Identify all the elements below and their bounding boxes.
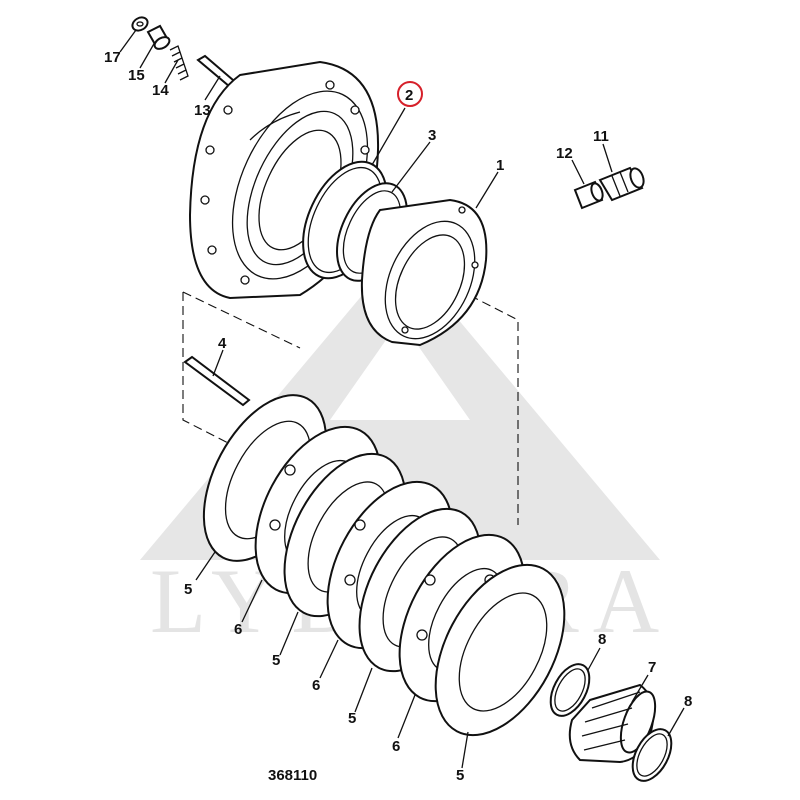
diagram-reference-number: 368110 <box>268 767 317 784</box>
part-14-spring <box>169 45 189 81</box>
callout-6c: 6 <box>392 738 400 755</box>
callout-5d: 5 <box>456 767 464 784</box>
callout-6b: 6 <box>312 677 320 694</box>
callout-5a: 5 <box>184 581 192 598</box>
callout-11: 11 <box>593 128 609 145</box>
callout-15: 15 <box>128 67 145 84</box>
callout-13: 13 <box>194 102 211 119</box>
callout-7: 7 <box>648 659 656 676</box>
callout-5b: 5 <box>272 652 280 669</box>
callout-4: 4 <box>218 335 227 352</box>
plate-stack <box>202 394 566 737</box>
part-7-splined-hub <box>568 683 657 764</box>
part-1-piston <box>360 198 488 347</box>
callout-labels: 17 15 14 13 2 3 1 12 11 4 5 6 5 6 5 6 5 … <box>104 49 692 784</box>
callout-8b: 8 <box>684 693 692 710</box>
callout-14: 14 <box>152 82 169 99</box>
part-17-washer <box>131 16 149 32</box>
part-12-plug <box>573 180 604 210</box>
callout-12: 12 <box>556 145 573 162</box>
part-15-pin <box>146 24 171 50</box>
callout-1: 1 <box>496 157 504 174</box>
callout-8a: 8 <box>598 631 606 648</box>
highlight-ring-part-2 <box>397 81 423 107</box>
leader-lines <box>119 29 685 769</box>
part-11-fitting <box>598 166 645 202</box>
part-8-circlip-left <box>549 663 591 717</box>
part-8-circlip-right <box>631 728 673 782</box>
callout-3: 3 <box>428 127 436 144</box>
callout-6a: 6 <box>234 621 242 638</box>
callout-2: 2 <box>405 87 413 104</box>
callout-17: 17 <box>104 49 121 66</box>
callout-5c: 5 <box>348 710 356 727</box>
part-4-pin <box>183 355 251 407</box>
